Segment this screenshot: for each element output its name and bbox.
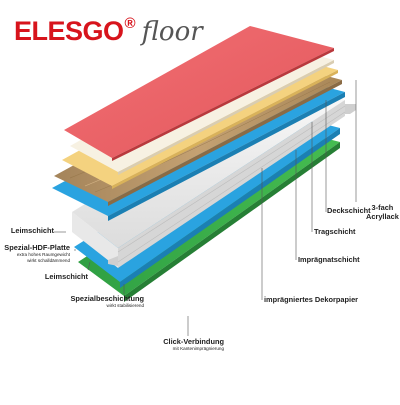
label-click-verbindung: Click-Verbindung mit Kantenimprägnierung xyxy=(163,337,224,351)
label-spezialbeschichtung: Spezialbeschichtung wirkt stabilisierend xyxy=(70,294,144,308)
label-dekorpapier: imprägniertes Dekorpapier xyxy=(264,295,359,304)
label-hdf-platte: Spezial-HDF-Platte extra hohes Raumgewic… xyxy=(4,243,70,263)
label-leimschicht-bottom: Leimschicht xyxy=(44,272,88,281)
label-acryllack: 3-fach Acryllack xyxy=(366,203,399,221)
label-leimschicht-top: Leimschicht xyxy=(10,226,54,235)
leader-lines xyxy=(54,80,357,336)
brand-name: ELESGO xyxy=(14,16,124,46)
label-tragschicht: Tragschicht xyxy=(314,227,356,236)
layer-acryllack xyxy=(64,26,334,161)
brand-logo: ELESGO ® floor xyxy=(14,15,203,47)
brand-suffix: floor xyxy=(141,17,203,47)
label-deckschicht: Deckschicht xyxy=(327,206,371,215)
leader-leimschicht-bottom xyxy=(87,261,91,271)
label-impraegnatschicht: Imprägnatschicht xyxy=(298,255,360,264)
brand-registered-mark: ® xyxy=(124,15,136,32)
